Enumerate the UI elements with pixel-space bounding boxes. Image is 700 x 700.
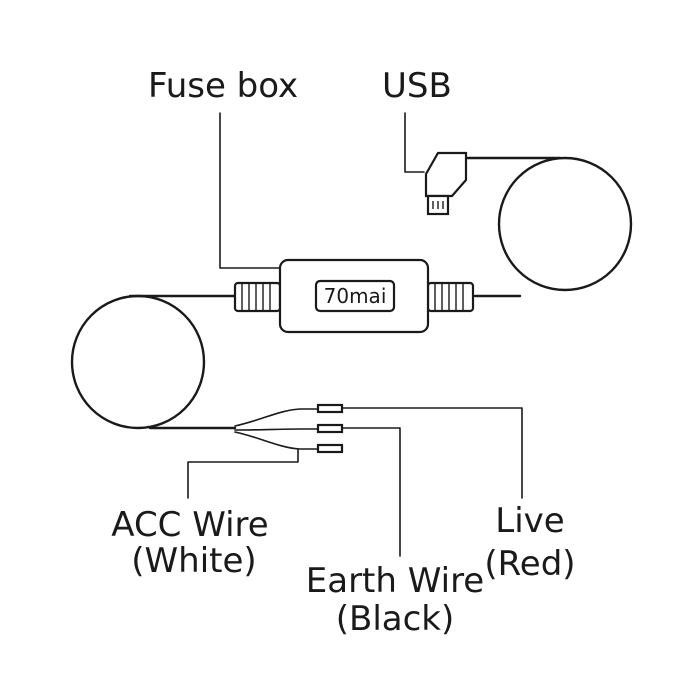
earth-wire-terminal — [316, 423, 344, 434]
earth-wire-label: Earth Wire — [306, 561, 484, 601]
fuse-box-leader-line — [219, 112, 283, 269]
fuse-box-label: Fuse box — [148, 66, 298, 106]
live-wire-color-label: (Red) — [484, 544, 575, 584]
split-wires — [234, 403, 344, 454]
brand-logo: 70mai — [324, 284, 387, 308]
acc-wire-color-label: (White) — [131, 541, 256, 581]
usb-connector — [424, 151, 468, 216]
fuse-box-module: 70mai — [278, 258, 430, 334]
power-cable — [70, 294, 237, 430]
live-wire-terminal — [316, 403, 344, 414]
usb-cable — [460, 156, 633, 298]
earth-wire-color-label: (Black) — [336, 599, 455, 639]
usb-label: USB — [382, 66, 452, 106]
acc-wire-terminal — [316, 443, 344, 454]
brand-badge — [314, 279, 396, 313]
acc-wire-label: ACC Wire — [111, 505, 268, 545]
live-leader-line — [341, 407, 523, 499]
usb-leader-line — [404, 112, 425, 173]
acc-leader-line — [187, 449, 299, 499]
earth-leader-line — [341, 427, 401, 557]
left-strain-relief — [233, 281, 282, 313]
live-wire-label: Live — [495, 501, 564, 541]
right-strain-relief — [426, 281, 475, 313]
